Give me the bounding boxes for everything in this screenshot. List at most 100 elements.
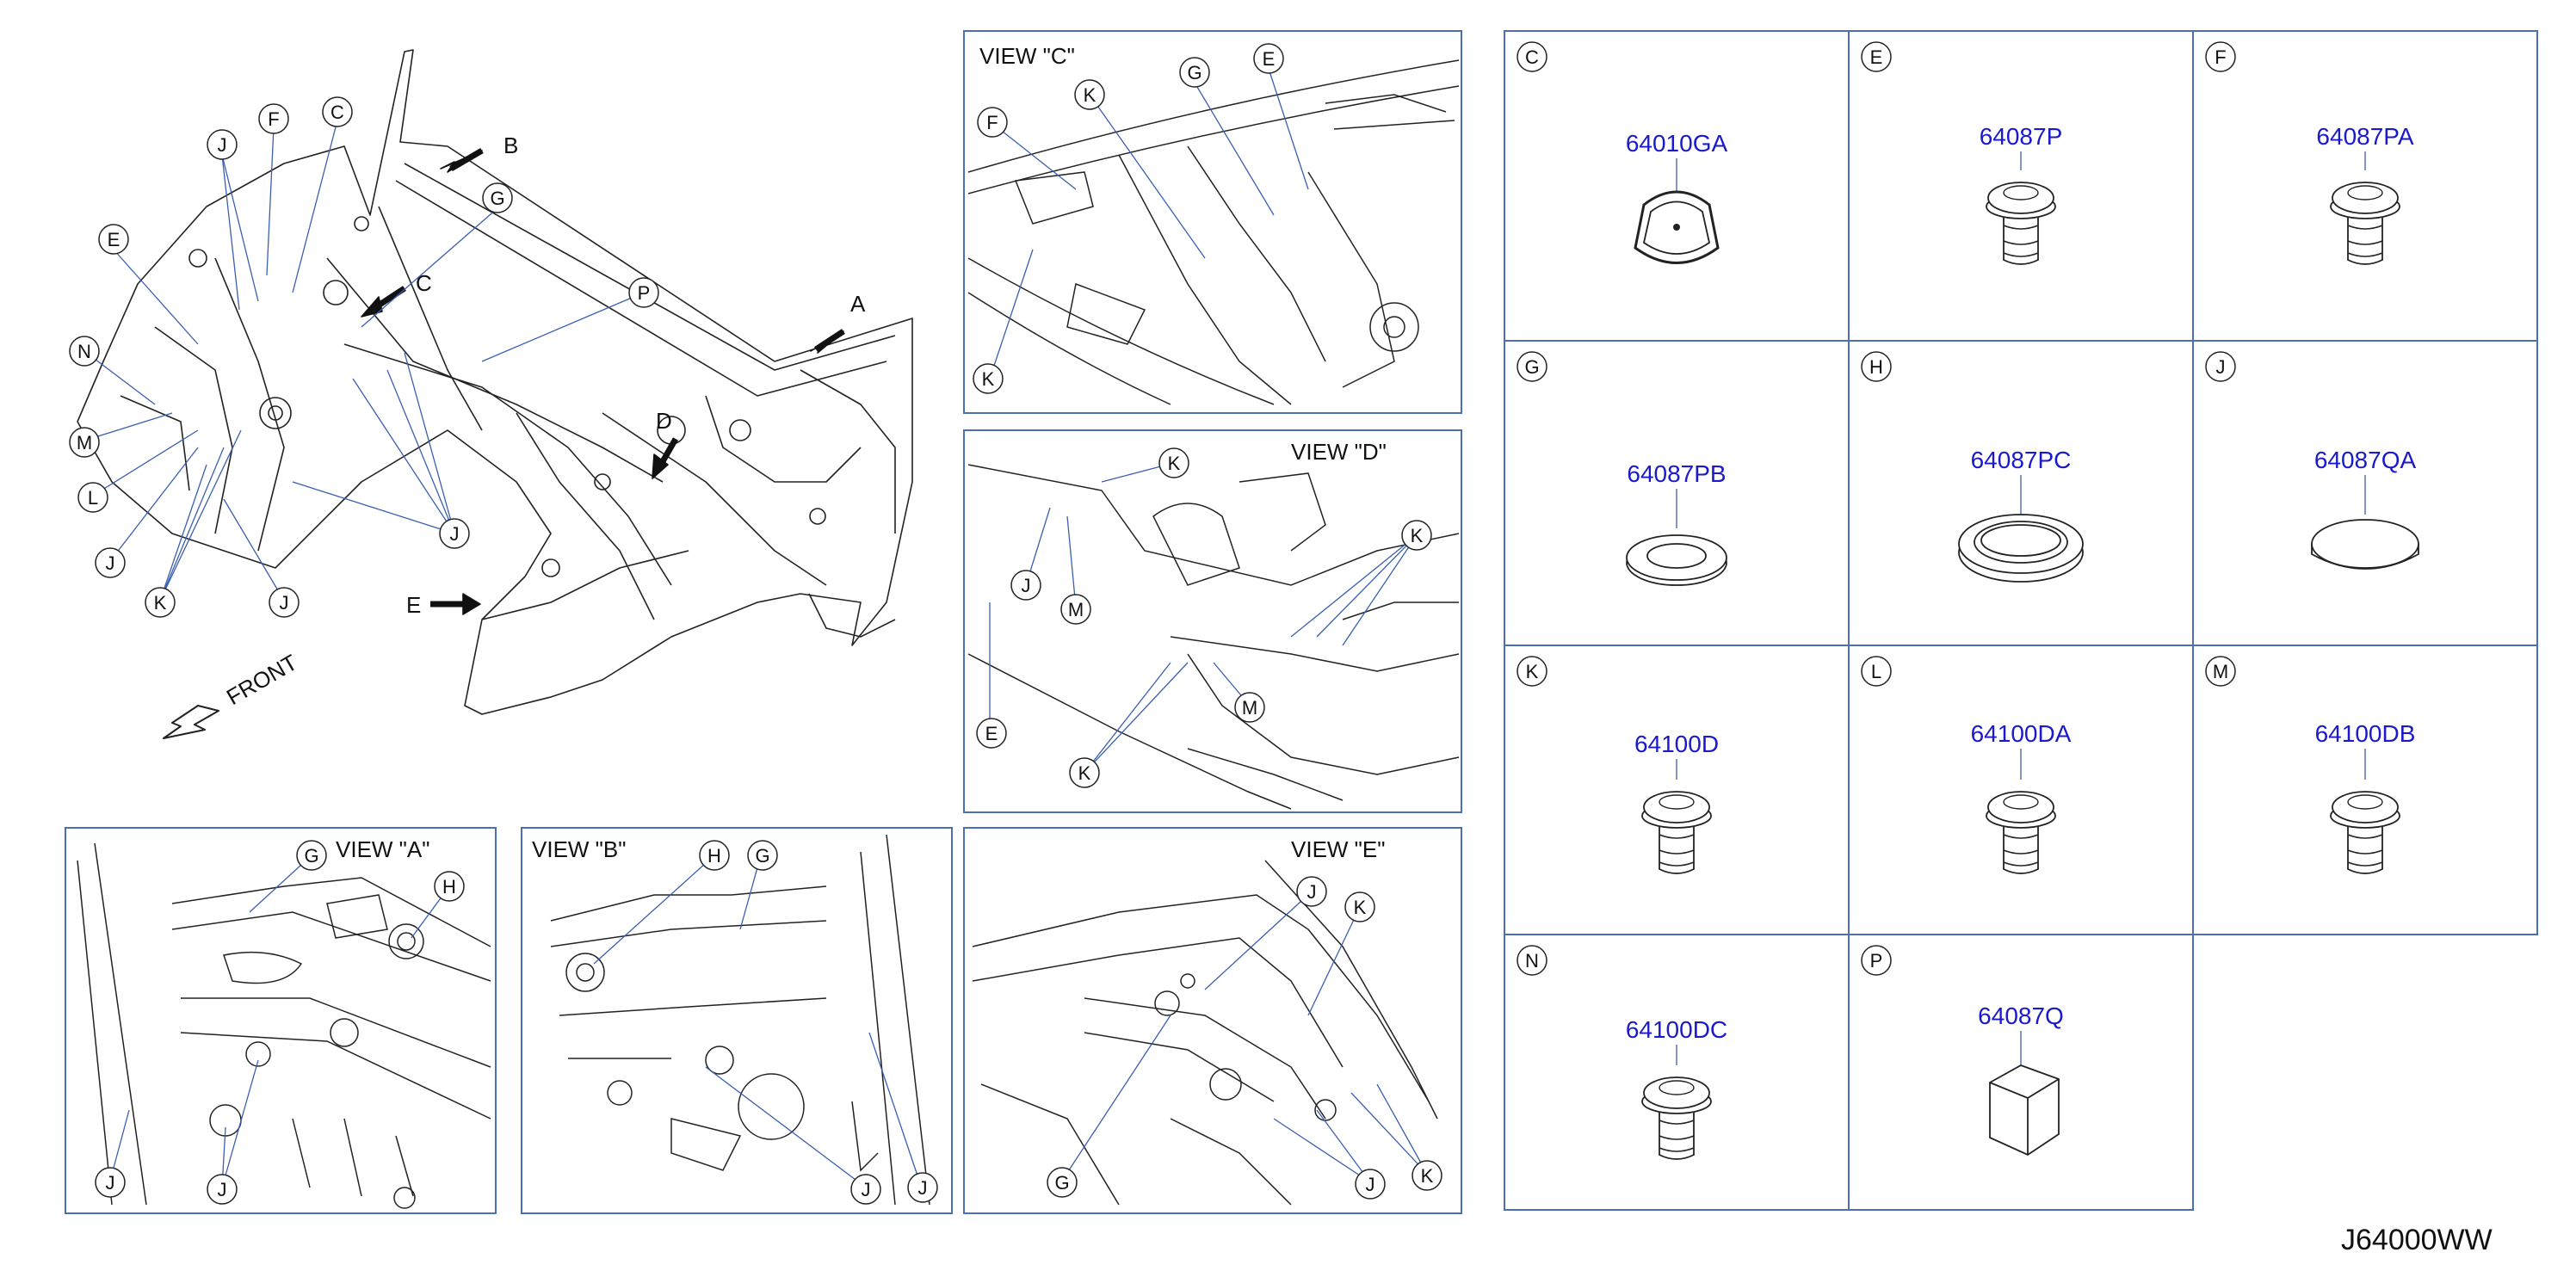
callout-text: K xyxy=(1411,525,1424,546)
view-d-panel: VIEW "D" K K J M E M K xyxy=(963,429,1462,813)
callout-text: L xyxy=(88,487,98,509)
callout-text: K xyxy=(1168,453,1181,474)
part-letter-bubble xyxy=(1861,351,1892,382)
callout-n xyxy=(69,336,100,367)
part-letter-bubble xyxy=(1517,41,1547,72)
view-a-title: VIEW "A" xyxy=(336,836,429,862)
callout-text: F xyxy=(268,108,279,130)
callout-l xyxy=(77,482,108,513)
view-d-title: VIEW "D" xyxy=(1291,439,1387,465)
view-e-title: VIEW "E" xyxy=(1291,836,1385,862)
part-cell-g: G 64087PB xyxy=(1517,351,1727,586)
view-a-panel: VIEW "A" G H J J xyxy=(65,827,497,1214)
part-letter: J xyxy=(2216,356,2226,378)
view-b-title: VIEW "B" xyxy=(532,836,626,862)
part-cell-l: L 64100DA xyxy=(1861,656,2072,874)
part-letter-bubble xyxy=(1861,41,1892,72)
callout-text: H xyxy=(707,845,721,867)
view-e-panel: VIEW "E" J K G J K xyxy=(963,827,1462,1214)
arrow-label-c: C xyxy=(416,270,432,296)
callout-j-right xyxy=(439,518,470,549)
callout-text: J xyxy=(218,134,227,156)
callout-text: J xyxy=(106,1172,115,1194)
callout-text: J xyxy=(280,592,289,614)
part-letter-bubble xyxy=(1517,945,1547,976)
callout-text: J xyxy=(862,1179,871,1200)
part-number: 64100D xyxy=(1634,731,1719,757)
part-number: 64087PA xyxy=(2316,123,2413,150)
callout-m xyxy=(69,427,100,458)
part-number: 64087PB xyxy=(1627,460,1726,487)
part-cell-m: M 64100DB xyxy=(2205,656,2416,874)
callout-text: J xyxy=(218,1179,227,1200)
callout-text: J xyxy=(1022,575,1031,596)
callout-text: F xyxy=(986,112,998,133)
part-letter: H xyxy=(1869,356,1883,378)
callout-j-top xyxy=(207,129,238,160)
part-number: 64087PC xyxy=(1971,447,2072,473)
callout-text: P xyxy=(638,282,651,304)
callout-text: J xyxy=(450,523,460,545)
part-letter-bubble xyxy=(2205,41,2236,72)
part-letter-bubble xyxy=(1517,656,1547,687)
part-cell-e: E 64087P xyxy=(1861,41,2063,265)
part-number: 64010GA xyxy=(1626,130,1728,157)
part-disc-cap-icon xyxy=(2311,519,2419,570)
callout-text: G xyxy=(1054,1172,1069,1194)
callout-c xyxy=(322,96,353,127)
part-number: 64087P xyxy=(1980,123,2063,150)
callout-text: K xyxy=(1084,84,1096,106)
callout-text: K xyxy=(154,592,167,614)
callout-text: J xyxy=(1366,1174,1375,1195)
callout-text: K xyxy=(1354,897,1367,918)
part-pad-block-icon xyxy=(1989,1064,2060,1157)
part-letter: N xyxy=(1525,950,1539,972)
part-letter-bubble xyxy=(1861,945,1892,976)
part-letter: L xyxy=(1871,661,1881,682)
callout-j-left xyxy=(95,547,126,578)
view-c-title: VIEW "C" xyxy=(979,43,1075,69)
main-body-view xyxy=(77,49,913,739)
part-cell-j: J 64087QA xyxy=(2205,351,2419,570)
callout-g xyxy=(482,182,513,213)
part-letter: E xyxy=(1870,46,1883,68)
part-number: 64087QA xyxy=(2314,447,2417,473)
callout-f xyxy=(258,103,289,134)
callout-e xyxy=(98,224,129,255)
callout-text: H xyxy=(442,876,456,898)
part-letter-bubble xyxy=(1517,351,1547,382)
part-letter: M xyxy=(2213,661,2228,682)
view-c-panel: VIEW "C" K G E F K xyxy=(963,30,1462,414)
part-letter-bubble xyxy=(2205,656,2236,687)
arrow-label-a: A xyxy=(850,291,866,317)
part-cell-k: K 64100D xyxy=(1517,656,1719,874)
callout-text: G xyxy=(304,845,318,867)
part-plug-icon xyxy=(2330,182,2400,265)
callout-text: E xyxy=(1263,48,1276,70)
arrow-label-b: B xyxy=(503,133,518,158)
part-number: 64100DB xyxy=(2315,720,2416,747)
part-ring-grommet-icon xyxy=(1626,534,1727,586)
part-letter: G xyxy=(1524,356,1539,378)
part-plug-icon xyxy=(1986,791,2056,874)
part-number: 64100DA xyxy=(1971,720,2072,747)
callout-text: M xyxy=(77,432,92,453)
arrow-label-d: D xyxy=(656,408,672,434)
front-label: FRONT xyxy=(222,649,302,710)
callout-text: G xyxy=(1187,62,1202,83)
callout-text: J xyxy=(1307,881,1317,903)
part-plug-icon xyxy=(1986,182,2056,265)
callout-p xyxy=(628,277,659,308)
part-plug-icon xyxy=(1641,791,1712,874)
callout-text: E xyxy=(108,229,120,250)
callout-text: K xyxy=(982,368,995,390)
part-letter: K xyxy=(1526,661,1539,682)
part-letter: P xyxy=(1870,950,1883,972)
callout-j-bottom xyxy=(269,587,300,618)
callout-text: E xyxy=(985,723,998,744)
part-letter: F xyxy=(2215,46,2226,68)
